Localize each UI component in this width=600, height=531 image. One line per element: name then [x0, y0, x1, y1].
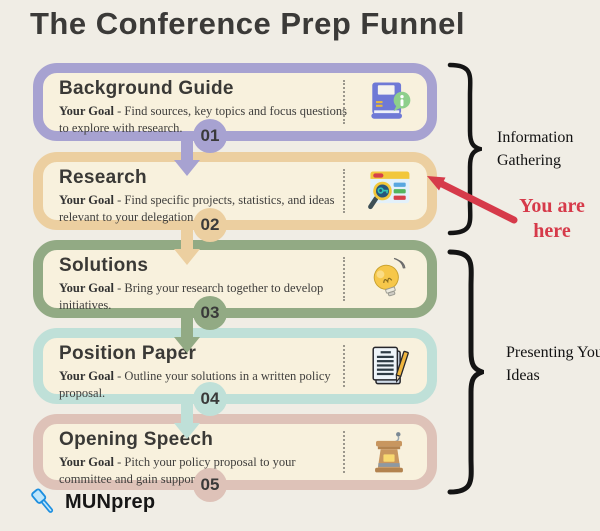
goal-text: - Pitch your policy proposal to your com… — [59, 455, 296, 486]
you-are-here-label: You are here — [519, 195, 585, 242]
goal-label: Your Goal — [59, 193, 114, 207]
goal-label: Your Goal — [59, 455, 114, 469]
step-title: Background Guide — [59, 78, 234, 99]
step-number-badge: 05 — [193, 468, 227, 502]
step-number-badge: 02 — [193, 208, 227, 242]
goal-label: Your Goal — [59, 281, 114, 295]
web-search-icon — [359, 167, 419, 215]
brand-name: MUNprep — [65, 490, 156, 513]
step-description: Your Goal - Pitch your policy proposal t… — [59, 454, 347, 487]
card-text: Position Paper Your Goal - Outline your … — [59, 343, 347, 401]
step-card-background-guide: Background Guide Your Goal - Find source… — [33, 63, 437, 176]
card-text: Research Your Goal - Find specific proje… — [59, 167, 347, 225]
step-title: Solutions — [59, 255, 149, 276]
step-description: Your Goal - Bring your research together… — [59, 280, 347, 313]
step-number-badge: 04 — [193, 382, 227, 416]
page-title: The Conference Prep Funnel — [30, 6, 466, 41]
dotted-divider — [343, 431, 345, 473]
card-body: Research Your Goal - Find specific proje… — [33, 152, 437, 230]
step-card-research: Research Your Goal - Find specific proje… — [33, 152, 437, 265]
goal-text: - Find sources, key topics and focus que… — [59, 104, 347, 135]
step-description: Your Goal - Outline your solutions in a … — [59, 368, 347, 401]
card-body: Position Paper Your Goal - Outline your … — [33, 328, 437, 404]
step-title: Opening Speech — [59, 429, 214, 450]
card-body: Solutions Your Goal - Bring your researc… — [33, 240, 437, 318]
card-text: Background Guide Your Goal - Find source… — [59, 78, 347, 136]
document-pencil-icon — [359, 342, 419, 390]
down-arrow — [174, 222, 200, 265]
footer: MUNprep — [27, 487, 155, 517]
down-arrow — [174, 310, 200, 353]
book-info-icon — [359, 78, 419, 126]
goal-label: Your Goal — [59, 104, 114, 118]
podium-icon — [359, 428, 419, 476]
step-title: Position Paper — [59, 343, 197, 364]
you-are-here-arrow-icon — [427, 176, 518, 224]
down-arrow — [174, 133, 200, 176]
dotted-divider — [343, 169, 345, 213]
dotted-divider — [343, 257, 345, 301]
brace-information-gathering — [447, 62, 482, 236]
group-label-presenting-your-ideas: Presenting Your Ideas — [506, 344, 600, 385]
card-text: Opening Speech Your Goal - Pitch your po… — [59, 429, 347, 487]
goal-label: Your Goal — [59, 369, 114, 383]
step-number-badge: 03 — [193, 296, 227, 330]
card-text: Solutions Your Goal - Bring your researc… — [59, 255, 347, 313]
step-number-badge: 01 — [193, 119, 227, 153]
down-arrow — [174, 396, 200, 439]
step-description: Your Goal - Find sources, key topics and… — [59, 103, 347, 136]
dotted-divider — [343, 80, 345, 124]
step-description: Your Goal - Find specific projects, stat… — [59, 192, 347, 225]
card-body: Background Guide Your Goal - Find source… — [33, 63, 437, 141]
brace-presenting-your-ideas — [447, 249, 484, 495]
lightbulb-icon — [359, 255, 419, 303]
dotted-divider — [343, 345, 345, 387]
goal-text: - Find specific projects, statistics, an… — [59, 193, 335, 224]
step-card-solutions: Solutions Your Goal - Bring your researc… — [33, 240, 437, 353]
step-title: Research — [59, 167, 147, 188]
gavel-icon — [31, 488, 54, 513]
group-label-information-gathering: Information Gathering — [497, 129, 574, 170]
goal-text: - Outline your solutions in a written po… — [59, 369, 331, 400]
step-card-opening-speech: Opening Speech Your Goal - Pitch your po… — [33, 414, 437, 502]
card-body: Opening Speech Your Goal - Pitch your po… — [33, 414, 437, 490]
step-card-position-paper: Position Paper Your Goal - Outline your … — [33, 328, 437, 439]
goal-text: - Bring your research together to develo… — [59, 281, 324, 312]
